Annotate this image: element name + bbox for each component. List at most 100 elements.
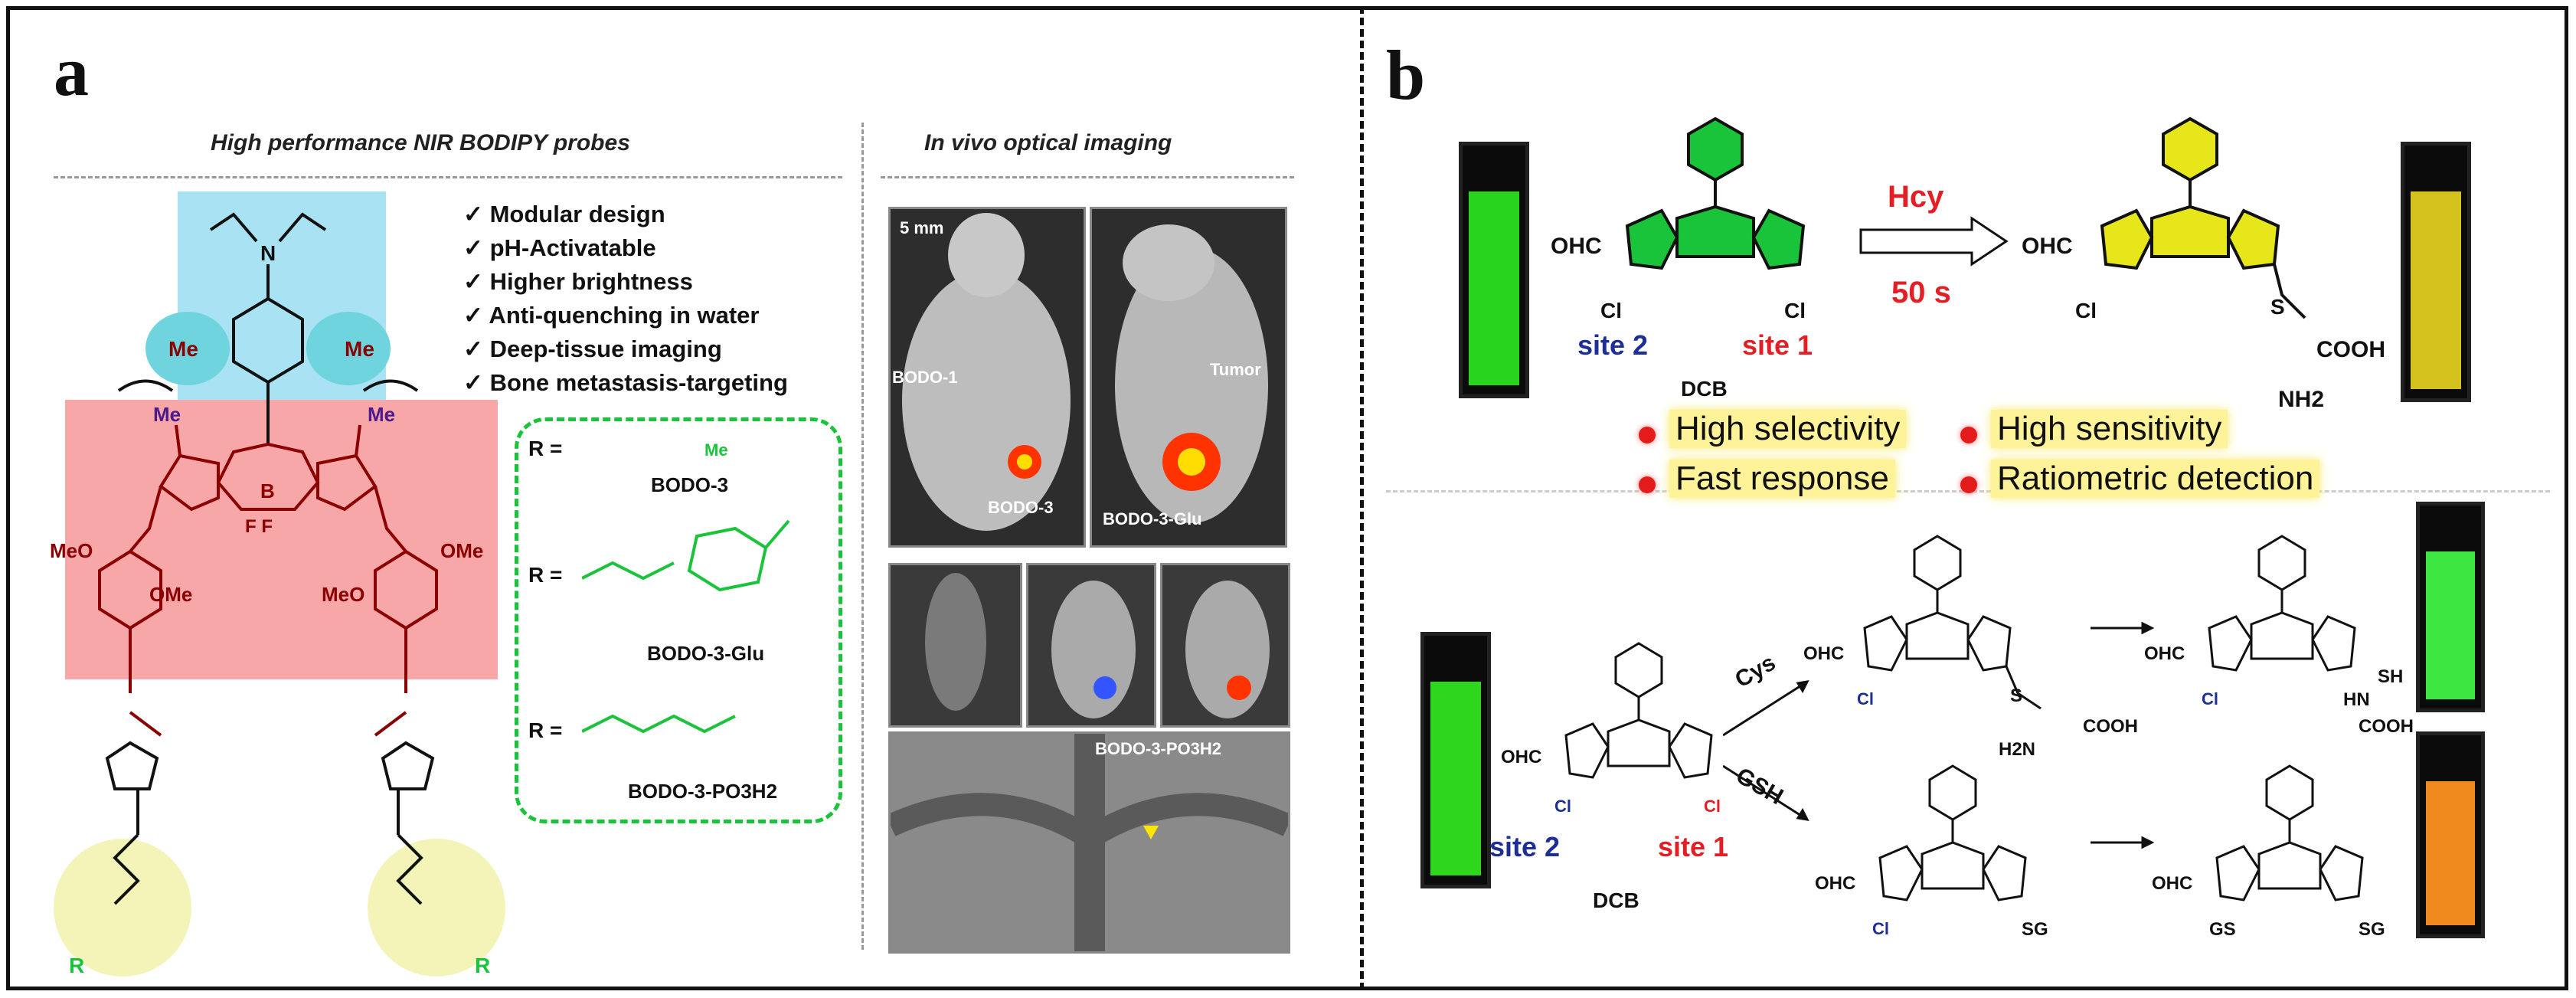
mouse-image-bodo3-glu	[1090, 207, 1287, 548]
cooh-label: COOH	[2316, 337, 2385, 362]
cl-bottom-left-label: Cl	[1554, 797, 1571, 816]
header-rule-right	[881, 176, 1294, 178]
cys-product-structure	[2208, 535, 2356, 672]
header-rule-left	[54, 176, 842, 178]
sg-gsh-label: SG	[2022, 919, 2048, 940]
ohc-label: OHC	[1551, 234, 1602, 259]
phosphonate-structure	[582, 714, 736, 734]
panel-b-letter: b	[1386, 36, 1426, 114]
mouse-image-po3h2-3	[1160, 563, 1290, 728]
nh2-label: NH2	[2278, 387, 2325, 412]
feature-item: ✓ pH-Activatable	[463, 234, 656, 261]
mouse-image-po3h2-1	[888, 563, 1022, 728]
feature-item: ✓ Higher brightness	[463, 268, 693, 295]
ohc-product-label: OHC	[2022, 234, 2073, 259]
mouse-silhouette	[902, 213, 1071, 531]
me-label-right-top: Me	[345, 337, 374, 361]
feature-item: ✓ Modular design	[463, 201, 665, 227]
h2n-label: H2N	[1999, 739, 2036, 760]
cl-gsh-label: Cl	[1872, 919, 1889, 938]
cl-cys-product-label: Cl	[2202, 689, 2218, 708]
cl-product-label: Cl	[2075, 299, 2097, 322]
cooh-cys-label: COOH	[2083, 716, 2138, 737]
feature-ratiometric-detection: Ratiometric detection	[1991, 460, 2320, 498]
cl-right-label: Cl	[1784, 299, 1806, 322]
reaction-arrows-bottom	[1723, 621, 2155, 849]
gs-label: GS	[2209, 919, 2236, 940]
feature-item: ✓ Bone metastasis-targeting	[463, 369, 788, 396]
tumor-label: Tumor	[1210, 360, 1261, 379]
site1-bottom-label: site 1	[1658, 831, 1729, 862]
mouse-image-po3h2-2	[1026, 563, 1156, 728]
me-substituent-label: Me	[704, 440, 728, 460]
site2-label: site 2	[1577, 329, 1649, 361]
dcb-structure-bottom	[1564, 642, 1713, 779]
xray-image	[885, 731, 1293, 954]
r-left-label: R	[69, 954, 84, 977]
yellow-circle-right	[368, 839, 505, 977]
feature-item: ✓ Anti-quenching in water	[463, 302, 760, 329]
nir-bodipy-structure: Me Me Me Me N F F B MeO OMe MeO OMe R R	[50, 191, 505, 977]
reaction-arrow-top	[1859, 216, 2009, 267]
hcy-label: Hcy	[1888, 180, 1944, 214]
feature-item: ✓ Deep-tissue imaging	[463, 335, 722, 362]
cooh-cys-product-label: COOH	[2359, 716, 2414, 737]
ohc-bottom-label: OHC	[1501, 747, 1542, 767]
cyan-blob-right	[306, 312, 391, 385]
r-label-2: R =	[528, 563, 563, 587]
bodo3-glu-image-label: BODO-3-Glu	[1103, 509, 1202, 528]
dcb-label-bottom: DCB	[1593, 888, 1639, 912]
vial-bottom-green	[1420, 632, 1491, 888]
vial-top-yellow	[2401, 142, 2471, 402]
cyan-blob-left	[145, 312, 230, 385]
amine-n-label: N	[260, 241, 276, 265]
cl-cys-label: Cl	[1857, 689, 1874, 708]
feature-list: ✓ Modular design ✓ pH-Activatable ✓ High…	[463, 198, 788, 400]
mouse-silhouette	[1185, 581, 1270, 718]
feature-high-sensitivity: High sensitivity	[1991, 410, 2228, 448]
scale-bar-label: 5 mm	[900, 218, 944, 237]
ome-left-label: MeO	[50, 539, 93, 562]
panel-divider	[1360, 6, 1364, 990]
yellow-circle-left	[54, 839, 191, 977]
site2-bottom-label: site 2	[1489, 831, 1561, 862]
figure-frame	[6, 6, 2568, 990]
r-group-box	[515, 417, 842, 823]
bullet-icon	[1639, 427, 1656, 443]
ohc-gsh-product-label: OHC	[2152, 873, 2193, 894]
site1-label: site 1	[1742, 329, 1813, 361]
bodo3-image-label: BODO-3	[988, 498, 1054, 517]
panel-a-vertical-rule	[861, 123, 864, 950]
mouse-silhouette	[925, 573, 986, 711]
time-label: 50 s	[1891, 276, 1951, 309]
hn-label: HN	[2343, 689, 2370, 710]
ome-left2-label: OMe	[149, 583, 192, 606]
r-label-3: R =	[528, 718, 563, 742]
cl-left-label: Cl	[1600, 299, 1622, 322]
bodo3-po3h2-label: BODO-3-PO3H2	[628, 780, 778, 803]
panel-a-header-left: High performance NIR BODIPY probes	[211, 130, 630, 155]
r-right-label: R	[475, 954, 490, 977]
sg-gsh-product-label: SG	[2359, 919, 2385, 940]
me-label-right: Me	[368, 403, 395, 426]
bullet-icon	[1960, 476, 1977, 493]
feature-high-selectivity: High selectivity	[1669, 410, 1907, 448]
ome-right-label: OMe	[440, 539, 483, 562]
ohc-gsh-label: OHC	[1815, 873, 1856, 894]
vial-right-orange	[2416, 731, 2485, 938]
bodo1-label: BODO-1	[892, 368, 958, 387]
ohc-cys-product-label: OHC	[2144, 643, 2185, 664]
ohc-cys-label: OHC	[1803, 643, 1845, 664]
bullet-icon	[1960, 427, 1977, 443]
product-structure-top	[2100, 116, 2306, 319]
dcb-structure-top	[1625, 116, 1806, 270]
meo-right-label: MeO	[322, 583, 364, 606]
s-cys-label: S	[2010, 686, 2023, 706]
mouse-silhouette	[1051, 581, 1136, 718]
dcb-label-top: DCB	[1681, 377, 1728, 401]
bodo3-glu-label: BODO-3-Glu	[647, 642, 765, 665]
bullet-icon	[1639, 476, 1656, 493]
panel-a-header-right: In vivo optical imaging	[924, 130, 1172, 155]
panel-a-letter: a	[54, 32, 89, 110]
vial-top-green	[1459, 142, 1529, 398]
